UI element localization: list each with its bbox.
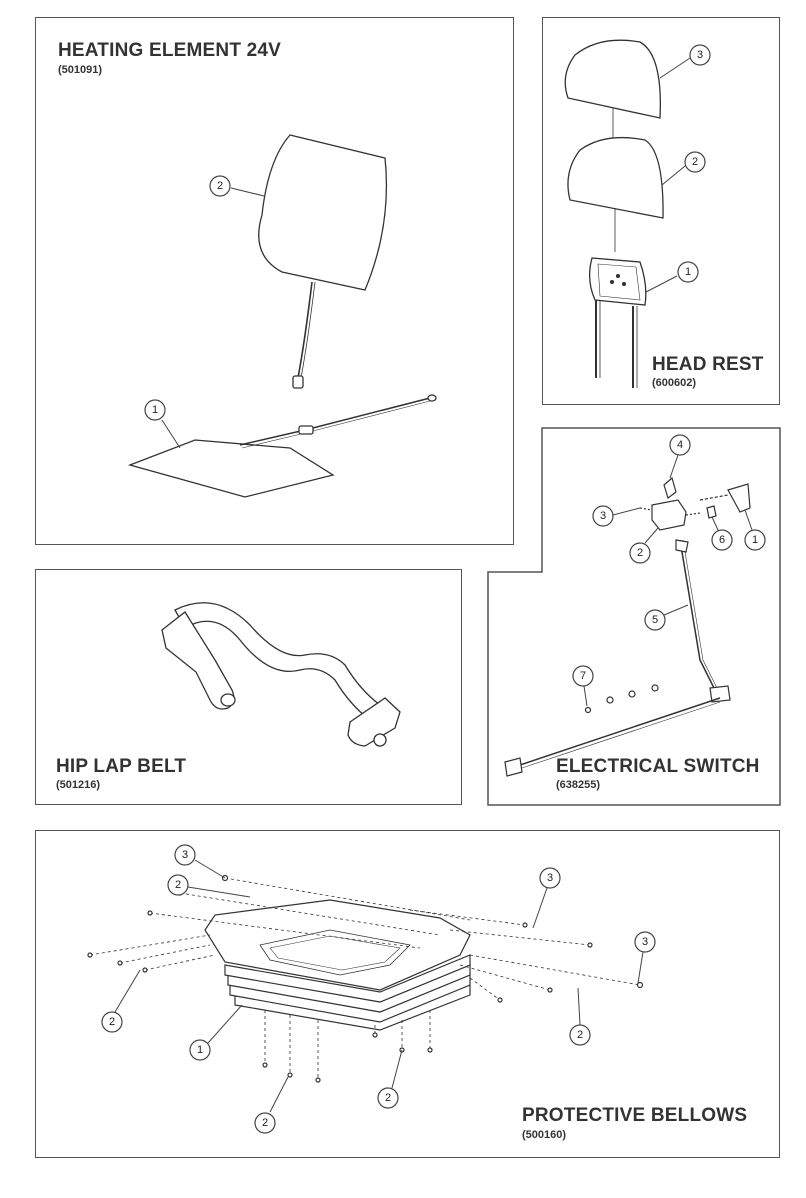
heating-element-drawing [127,134,437,498]
belt-buckle [347,697,401,747]
switch-callout-2: 2 [629,527,659,564]
head-rest-code: (600602) [652,377,697,389]
switch-box [651,499,687,531]
bellows-callout-2-bottom-mid: 2 [377,1049,403,1109]
protective-bellows-drawing [87,874,644,1083]
svg-text:1: 1 [752,534,758,546]
hip-lap-belt-title: HIP LAP BELT [56,756,187,777]
protective-bellows-code: (500160) [522,1129,567,1141]
electrical-switch-panel [487,427,781,806]
svg-text:3: 3 [642,936,648,948]
electrical-switch-drawing [504,476,751,777]
svg-text:2: 2 [217,180,223,192]
switch-callout-7: 7 [572,665,594,707]
switch-callout-1: 1 [744,509,766,551]
svg-text:1: 1 [197,1044,203,1056]
head-rest-callout-2: 2 [661,151,706,186]
svg-text:7: 7 [580,670,586,682]
bellows-callout-2-bottom-left: 2 [254,1076,289,1134]
head-rest-callout-1: 1 [645,261,699,293]
bellows-callout-3-top-right: 3 [532,867,561,929]
heating-pad-back [258,134,388,291]
bellows-callout-3-right: 3 [634,931,656,984]
belt-retractor [161,611,235,710]
svg-text:4: 4 [677,439,683,451]
switch-callout-6: 6 [711,516,733,551]
svg-text:3: 3 [182,849,188,861]
switch-callout-5: 5 [644,604,689,631]
svg-text:3: 3 [697,49,703,61]
svg-text:5: 5 [652,614,658,626]
svg-text:2: 2 [637,547,643,559]
svg-text:3: 3 [547,872,553,884]
bellows-callout-2-right: 2 [569,987,591,1046]
svg-text:1: 1 [152,404,158,416]
svg-text:2: 2 [175,879,181,891]
protective-bellows-title: PROTECTIVE BELLOWS [522,1105,748,1126]
heating-element-code: (501091) [58,64,103,76]
heating-callout-1: 1 [144,399,181,449]
bellows-callout-3-left: 3 [174,844,226,879]
electrical-switch-title: ELECTRICAL SWITCH [556,756,760,777]
bellows-callout-2-top: 2 [167,874,251,898]
bellows-callout-2-left: 2 [101,969,141,1033]
svg-text:2: 2 [109,1016,115,1028]
head-rest-cover [564,39,661,119]
head-rest-callout-3: 3 [659,44,711,79]
heating-pad-seat [127,439,335,498]
heating-element-title: HEATING ELEMENT 24V [58,40,282,61]
svg-text:1: 1 [685,266,691,278]
bellows-top-frame [204,899,471,991]
heating-callout-2: 2 [209,175,265,197]
svg-text:6: 6 [719,534,725,546]
protective-bellows-panel [35,830,780,1158]
svg-text:2: 2 [262,1117,268,1129]
switch-callout-3: 3 [592,505,641,527]
bellows-callout-1: 1 [189,1004,243,1061]
heating-element-panel [35,17,514,545]
svg-text:2: 2 [577,1029,583,1041]
svg-text:2: 2 [692,156,698,168]
hip-lap-belt-panel [35,569,462,805]
svg-text:2: 2 [385,1092,391,1104]
hip-lap-belt-code: (501216) [56,779,101,791]
svg-text:3: 3 [600,510,606,522]
switch-bracket [727,483,751,513]
hip-lap-belt-drawing [161,602,401,747]
head-rest-frame [588,257,647,306]
electrical-switch-code: (638255) [556,779,601,791]
head-rest-title: HEAD REST [652,354,764,375]
switch-cable [679,539,716,691]
head-rest-drawing [564,39,664,388]
head-rest-panel [542,17,780,405]
switch-callout-4: 4 [669,434,691,479]
head-rest-foam [567,136,664,219]
